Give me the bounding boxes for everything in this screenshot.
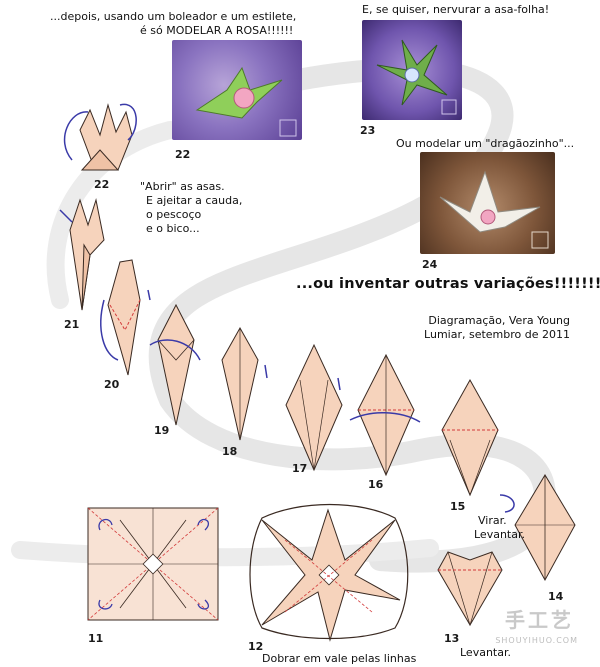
leaf-caption: E, se quiser, nervurar a asa-folha! <box>362 3 550 16</box>
photo-rose-crane <box>172 40 302 140</box>
lift-instruction: Levantar. <box>460 646 511 659</box>
step-17-figure <box>285 343 343 472</box>
step-19-figure <box>149 303 201 426</box>
step-13-figure <box>437 551 503 627</box>
step-18-figure <box>221 326 268 441</box>
variations-headline: ...ou inventar outras variações!!!!!!! <box>296 276 600 292</box>
step-number-18: 18 <box>222 445 238 458</box>
step-number-23: 23 <box>360 124 376 137</box>
wings-caption-line-3: o pescoço <box>146 208 202 221</box>
credit-line-1: Diagramação, Vera Young <box>428 314 570 327</box>
background-swirl-bottom <box>11 539 439 567</box>
flip-instruction-1: Virar. <box>478 514 507 527</box>
step-number-14: 14 <box>548 590 564 603</box>
dragon-caption: Ou modelar um "dragãozinho"... <box>396 137 575 150</box>
step-number-11: 11 <box>88 632 104 645</box>
step-number-17: 17 <box>292 462 308 475</box>
step-number-16: 16 <box>368 478 384 491</box>
step-number-21: 21 <box>64 318 80 331</box>
background-swirl-left <box>46 121 179 309</box>
step-22-figure <box>63 103 137 171</box>
photo-leaf-crane <box>362 20 462 120</box>
step-number-13: 13 <box>444 632 460 645</box>
valley-fold-instruction: Dobrar em vale pelas linhas <box>262 652 417 665</box>
leaf-crane-illustration <box>376 39 457 115</box>
photo-dragon-crane <box>420 152 555 254</box>
step-number-22: 22 <box>94 178 110 191</box>
flip-instruction-2: Levantar. <box>474 528 525 541</box>
step-number-12: 12 <box>248 640 264 653</box>
watermark-logo: 手工艺 <box>505 608 574 632</box>
step-20-figure <box>100 259 151 376</box>
step-number-22-photo: 22 <box>175 148 191 161</box>
rose-caption-line-1: ...depois, usando um boleador e um estil… <box>50 10 297 23</box>
step-number-19: 19 <box>154 424 170 437</box>
step-number-15: 15 <box>450 500 466 513</box>
step-number-24: 24 <box>422 258 438 271</box>
step-14-figure <box>514 474 576 582</box>
step-15-figure <box>441 378 515 513</box>
rose-crane-illustration <box>195 66 297 137</box>
step-16-figure <box>349 353 421 477</box>
step-11-figure <box>87 507 219 621</box>
rose-caption-line-2: é só MODELAR A ROSA!!!!!! <box>140 24 294 37</box>
wings-caption-line-1: "Abrir" as asas. <box>140 180 225 193</box>
step-12-figure <box>249 503 409 642</box>
watermark-url: SHOUYIHUO.COM <box>495 636 578 645</box>
step-21-figure <box>59 198 105 311</box>
wings-caption-line-4: e o bico... <box>146 222 200 235</box>
step-number-20: 20 <box>104 378 120 391</box>
credit-line-2: Lumiar, setembro de 2011 <box>424 328 570 341</box>
wings-caption-line-2: E ajeitar a cauda, <box>146 194 243 207</box>
dragon-crane-illustration <box>439 170 549 249</box>
